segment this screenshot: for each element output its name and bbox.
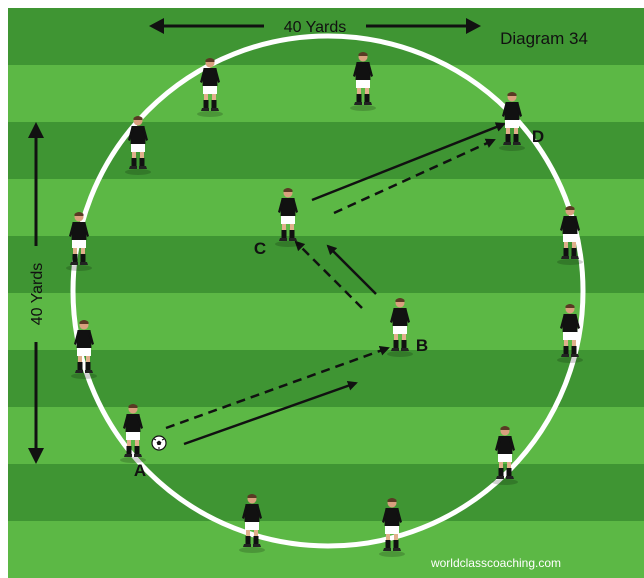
pass-arrow-a-to-b [165,346,390,430]
soccer-ball-icon [151,435,167,451]
grass-stripe [8,464,644,521]
grass-stripe [8,350,644,407]
grass-stripes [8,8,644,578]
drill-arrows [165,122,506,446]
grass-stripe [8,293,644,350]
grass-stripe [8,236,644,293]
width-dimension-arrow [149,18,481,34]
label-d: D [532,127,544,146]
credit-text: worldclasscoaching.com [430,556,561,570]
grass-stripe [8,521,644,578]
run-arrow-a [183,380,358,446]
pass-arrow-b-to-c [294,240,363,309]
drill-diagram: 40 Yards 40 Yards Diagram 34 [8,8,644,578]
height-label: 40 Yards [29,263,46,326]
run-arrow-c [311,122,506,202]
grass-stripe [8,179,644,236]
playing-circle [70,33,586,549]
label-c: C [254,239,266,258]
diagram-title: Diagram 34 [500,29,588,48]
label-b: B [416,336,428,355]
width-label: 40 Yards [284,19,347,36]
label-a: A [134,461,146,480]
height-dimension-arrow [28,122,44,464]
run-arrow-b [326,244,377,295]
grass-stripe [8,65,644,122]
pitch: 40 Yards 40 Yards Diagram 34 [8,8,644,578]
